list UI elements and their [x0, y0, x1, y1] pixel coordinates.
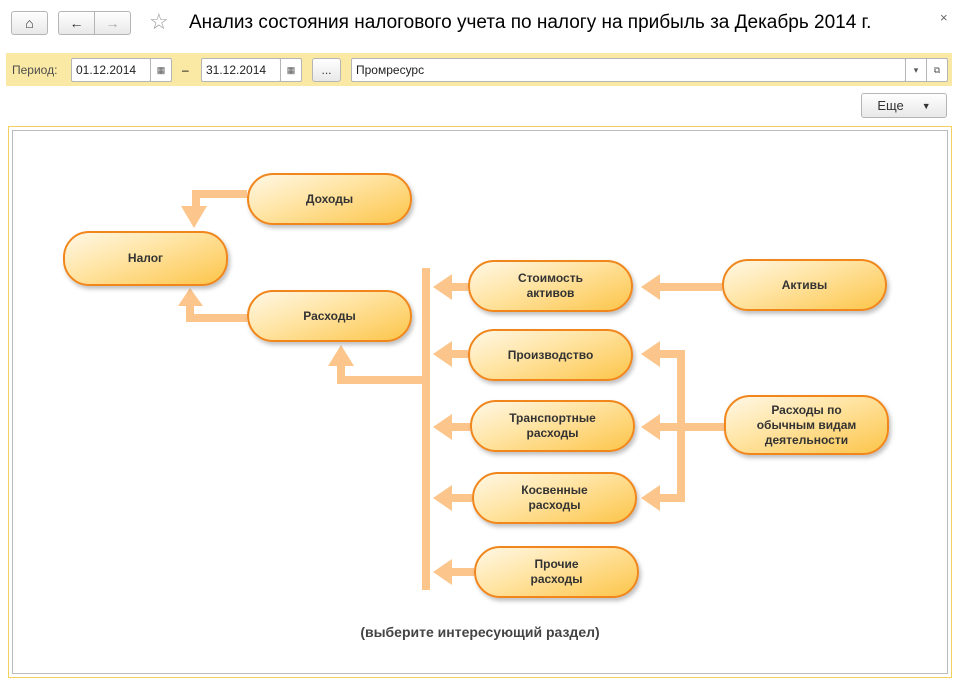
node-other[interactable]: Прочие расходы — [474, 546, 639, 598]
dash: – — [182, 63, 189, 77]
date-from-input[interactable]: 01.12.2014 — [71, 58, 151, 82]
diagram-frame — [8, 126, 952, 678]
home-icon: ⌂ — [25, 15, 34, 31]
node-production[interactable]: Производство — [468, 329, 633, 381]
page-title: Анализ состояния налогового учета по нал… — [189, 12, 872, 33]
node-indirect[interactable]: Косвенные расходы — [472, 472, 637, 524]
more-button[interactable]: Еще ▼ — [861, 93, 947, 118]
node-income[interactable]: Доходы — [247, 173, 412, 225]
calendar-icon[interactable]: ▦ — [280, 58, 302, 82]
open-icon[interactable]: ⧉ — [926, 58, 948, 82]
period-select-button[interactable]: ... — [312, 58, 341, 82]
node-tax[interactable]: Налог — [63, 231, 228, 286]
chevron-down-icon: ▼ — [921, 100, 931, 111]
period-label: Период: — [12, 63, 58, 77]
arrow-right-icon: → — [105, 15, 120, 31]
close-icon[interactable]: × — [940, 10, 948, 25]
more-label: Еще — [877, 98, 904, 113]
hint-text: (выберите интересующий раздел) — [360, 624, 600, 640]
node-transport[interactable]: Транспортные расходы — [470, 400, 635, 452]
diagram-area — [12, 130, 948, 674]
node-assets[interactable]: Активы — [722, 259, 887, 311]
home-button[interactable]: ⌂ — [11, 11, 48, 35]
node-asset-cost[interactable]: Стоимость активов — [468, 260, 633, 312]
calendar-icon[interactable]: ▦ — [150, 58, 172, 82]
back-button[interactable]: ← — [58, 11, 95, 35]
organization-input[interactable]: Промресурс — [351, 58, 906, 82]
star-icon[interactable]: ☆ — [149, 9, 169, 34]
forward-button[interactable]: → — [94, 11, 131, 35]
node-expenses[interactable]: Расходы — [247, 290, 412, 342]
date-to-input[interactable]: 31.12.2014 — [201, 58, 281, 82]
arrow-left-icon: ← — [69, 15, 84, 31]
node-ordinary-expenses[interactable]: Расходы по обычным видам деятельности — [724, 395, 889, 455]
